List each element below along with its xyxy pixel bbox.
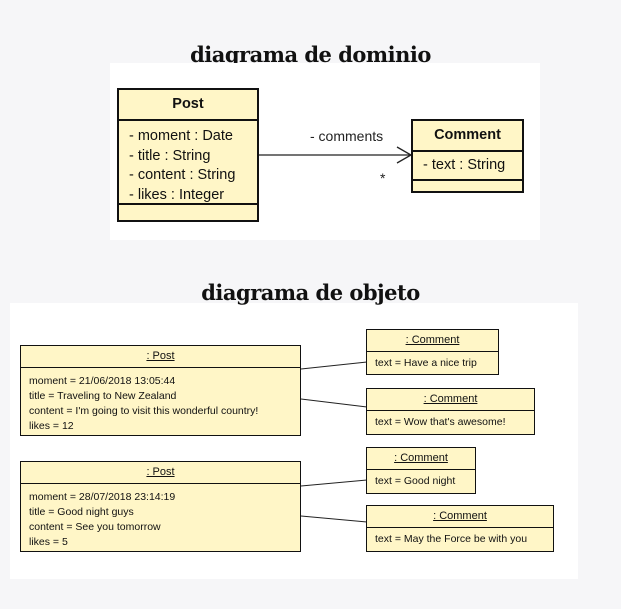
post-attr-title: - title : String [129, 147, 211, 164]
slot-content: content = I'm going to visit this wonder… [29, 405, 259, 417]
post-class-box: Post - moment : Date - title : String - … [117, 88, 259, 222]
comment-object-2: : Comment text = Wow that's awesome! [366, 388, 535, 435]
slot-moment: moment = 28/07/2018 23:14:19 [29, 491, 176, 503]
object-link-1 [300, 361, 368, 370]
comment-object-text: text = Have a nice trip [375, 357, 477, 369]
post-class-name: Post [119, 90, 257, 121]
post-object-header: : Post [21, 462, 300, 484]
post-object-slots: moment = 28/07/2018 23:14:19 title = Goo… [21, 484, 300, 550]
comment-object-header: : Comment [367, 330, 498, 352]
slot-title: title = Traveling to New Zealand [29, 390, 177, 402]
object-diagram-title: diagrama de objeto [201, 280, 420, 305]
comment-class-name: Comment [413, 121, 522, 152]
comment-class-box: Comment - text : String [411, 119, 524, 193]
slot-moment: moment = 21/06/2018 13:05:44 [29, 375, 176, 387]
comment-object-1: : Comment text = Have a nice trip [366, 329, 499, 375]
slot-likes: likes = 12 [29, 420, 74, 432]
post-attr-moment: - moment : Date [129, 128, 233, 144]
association-multiplicity: * [380, 170, 386, 186]
object-link-2 [300, 398, 368, 408]
association-role: - comments [310, 128, 384, 144]
post-class-attributes: - moment : Date - title : String - conte… [119, 121, 257, 205]
comment-attr-text: - text : String [423, 157, 506, 173]
comment-object-text: text = Good night [375, 475, 456, 487]
comment-object-3: : Comment text = Good night [366, 447, 476, 494]
comment-object-header: : Comment [367, 506, 553, 528]
post-object-2: : Post moment = 28/07/2018 23:14:19 titl… [20, 461, 301, 552]
domain-diagram-title: diagrama de dominio [190, 42, 431, 67]
object-link-3 [300, 479, 368, 487]
post-object-1: : Post moment = 21/06/2018 13:05:44 titl… [20, 345, 301, 436]
slot-likes: likes = 5 [29, 536, 68, 548]
comment-object-text: text = Wow that's awesome! [375, 416, 506, 428]
slot-title: title = Good night guys [29, 506, 134, 518]
slot-content: content = See you tomorrow [29, 521, 161, 533]
post-attr-likes: - likes : Integer [129, 186, 225, 203]
comment-class-attributes: - text : String [413, 152, 522, 181]
post-object-header: : Post [21, 346, 300, 368]
comment-object-header: : Comment [367, 448, 475, 470]
object-link-4 [300, 515, 368, 523]
post-object-slots: moment = 21/06/2018 13:05:44 title = Tra… [21, 368, 300, 434]
comment-object-4: : Comment text = May the Force be with y… [366, 505, 554, 552]
comment-object-header: : Comment [367, 389, 534, 411]
post-attr-content: - content : String [129, 167, 236, 183]
comment-object-text: text = May the Force be with you [375, 533, 528, 545]
